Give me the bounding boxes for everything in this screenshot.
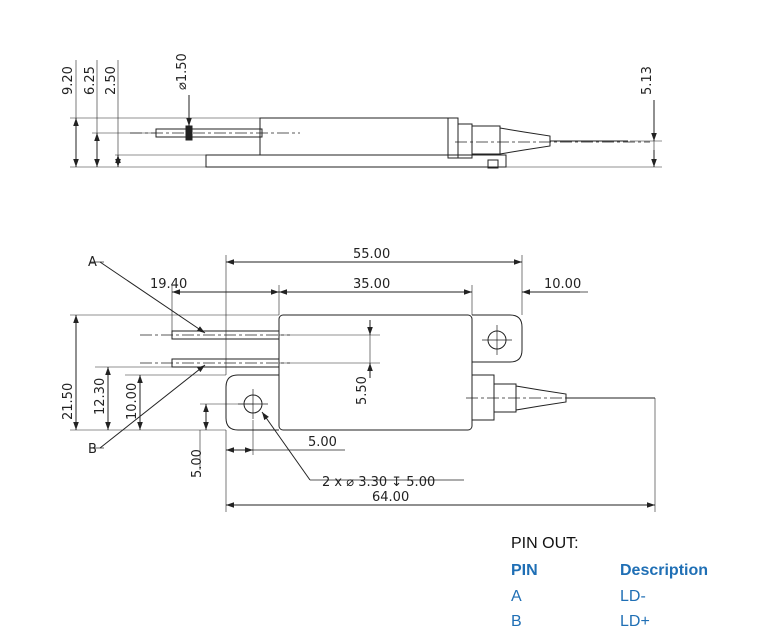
dim-5-00-hole-y: 5.00 [190,449,205,478]
side-fiber-boot [471,125,501,155]
dim-55-00: 55.00 [353,247,390,262]
dim-12-30: 12.30 [93,378,108,415]
dim-10-00: 10.00 [125,383,140,420]
top-flange-right [472,314,523,363]
pin-row-a-pin: A [511,588,522,605]
side-view [70,60,662,169]
dim-2-50: 2.50 [104,66,119,95]
dim-holes-callout: 2 x ⌀ 3.30 ↧ 5.00 [322,475,435,490]
dim-6-25: 6.25 [83,66,98,95]
dim-5-00-hole-x: 5.00 [308,435,337,450]
dim-5-13: 5.13 [640,66,655,95]
dim-35-00: 35.00 [353,277,390,292]
side-view-dimensions: 9.20 6.25 2.50 ⌀1.50 5.13 [61,53,655,95]
top-view [70,255,656,512]
dim-21-50: 21.50 [61,383,76,420]
top-body [278,314,473,431]
label-b: B [88,442,97,457]
dim-5-50: 5.50 [355,376,370,405]
pin-row-b-pin: B [511,613,522,630]
pin-row-a-description: LD- [620,588,646,605]
dim-19-40: 19.40 [150,277,187,292]
side-base-plate [205,154,507,168]
dim-diameter-1-50: ⌀1.50 [175,53,190,90]
pin-row-b-description: LD+ [620,613,650,630]
top-flange-left [225,374,279,431]
pin-column-header: PIN [511,562,538,579]
dim-9-20: 9.20 [61,66,76,95]
label-a: A [88,255,97,270]
description-column-header: Description [620,562,709,579]
side-body [259,117,449,156]
dim-10-00-fiber: 10.00 [544,277,581,292]
top-view-dimensions: A B 55.00 35.00 19.40 10.00 21.50 12.30 … [61,247,581,505]
pin-out-title: PIN OUT: [511,535,579,552]
dim-64-00: 64.00 [372,490,409,505]
